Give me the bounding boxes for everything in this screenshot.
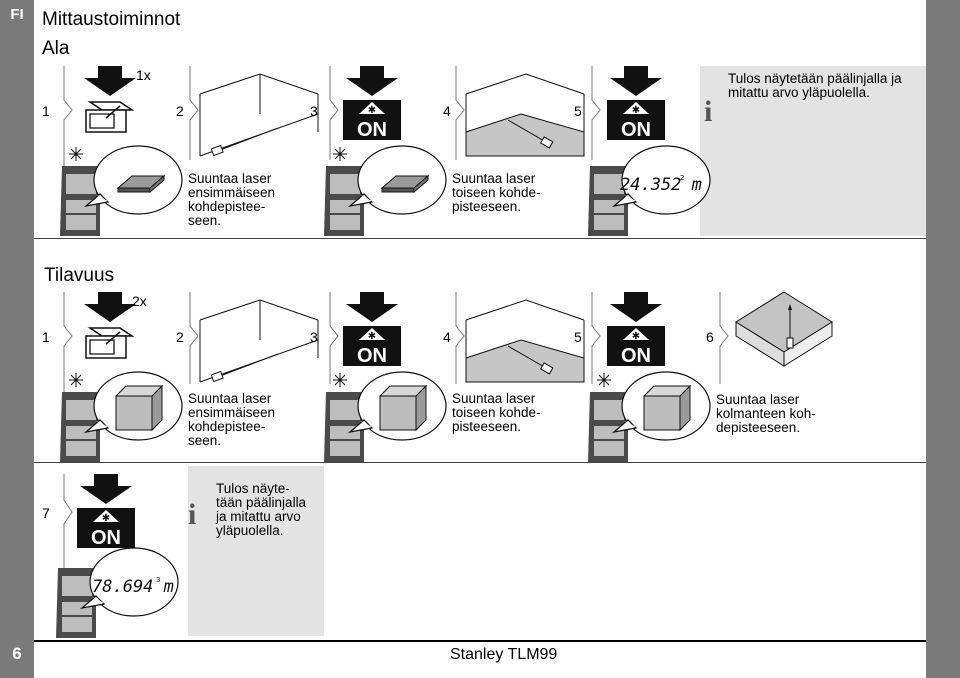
vol-step-4: 4 (443, 329, 451, 345)
room-wall-icon-vol (199, 299, 319, 383)
vol-step-3: 3 (310, 329, 318, 345)
info-icon: i (704, 95, 713, 128)
room-height-icon (735, 291, 833, 367)
vol-step-1: 1 (42, 329, 50, 345)
area-display-unit: 2 (680, 174, 684, 182)
area-title: Ala (42, 38, 70, 59)
device-bubble-display-volume: 78.694 m 3 (55, 547, 179, 639)
area-press-count: 1x (136, 67, 151, 83)
device-bubble-slab-2 (323, 145, 447, 237)
device-bubble-cube-2 (323, 371, 447, 463)
area-step-5: 5 (574, 103, 582, 119)
on-button-icon-vol-3 (77, 474, 135, 549)
left-sidebar (0, 0, 34, 678)
on-button-icon-vol (343, 292, 401, 367)
page-number: 6 (12, 644, 22, 663)
volume-display-value: 78.694 m (92, 577, 174, 597)
device-bubble-cube-3 (587, 371, 711, 463)
volume-info-panel (188, 466, 324, 636)
footer-line (34, 640, 926, 642)
area-display-value: 24.352 m (620, 175, 702, 195)
volume-title: Tilavuus (44, 265, 115, 286)
room-floor-icon-vol (465, 299, 585, 383)
volume-result-note: Tulos näyte- tään päälinjalla ja mitattu… (216, 481, 307, 538)
volume-press-count: 2x (132, 293, 147, 309)
section-divider-2 (34, 462, 926, 463)
device-bubble-cube-1 (59, 371, 183, 463)
section-divider-1 (34, 238, 926, 239)
footer-text: Stanley TLM99 (450, 646, 558, 663)
vol-aim-third: Suuntaa laser kolmanteen koh- depisteese… (716, 392, 816, 435)
area-aim-second: Suuntaa laser toiseen kohde- pisteeseen. (452, 171, 541, 214)
on-button-icon (343, 66, 401, 141)
room-floor-icon (465, 73, 585, 157)
area-result-note: Tulos näytetään päälinjalla ja mitattu a… (728, 71, 902, 100)
vol-step-7: 7 (42, 505, 50, 521)
area-step-3: 3 (310, 103, 318, 119)
device-bubble-display-area: 24.352 m 2 (587, 145, 711, 237)
area-step-2: 2 (176, 103, 184, 119)
info-icon-vol: i (188, 498, 197, 531)
volume-display-unit: 3 (156, 576, 160, 584)
area-info-panel (700, 66, 926, 236)
vol-aim-first: Suuntaa laser ensimmäiseen kohdepistee- … (188, 391, 276, 448)
vol-step-6: 6 (706, 329, 714, 345)
section-title: Mittaustoiminnot (42, 9, 181, 30)
vol-aim-second: Suuntaa laser toiseen kohde- pisteeseen. (452, 391, 541, 434)
on-button-icon-vol-2 (607, 292, 665, 367)
right-sidebar (926, 0, 960, 678)
function-button-icon-vol (83, 291, 137, 359)
area-step-4: 4 (443, 103, 451, 119)
language-code: FI (10, 6, 24, 23)
vol-step-2: 2 (176, 329, 184, 345)
area-aim-first: Suuntaa laser ensimmäiseen kohdepistee- … (188, 171, 276, 228)
vol-step-5: 5 (574, 329, 582, 345)
on-button-icon-2 (607, 66, 665, 141)
device-bubble-slab-1 (59, 145, 183, 237)
area-step-1: 1 (42, 103, 50, 119)
function-button-icon (83, 65, 137, 133)
room-wall-icon (199, 73, 319, 157)
